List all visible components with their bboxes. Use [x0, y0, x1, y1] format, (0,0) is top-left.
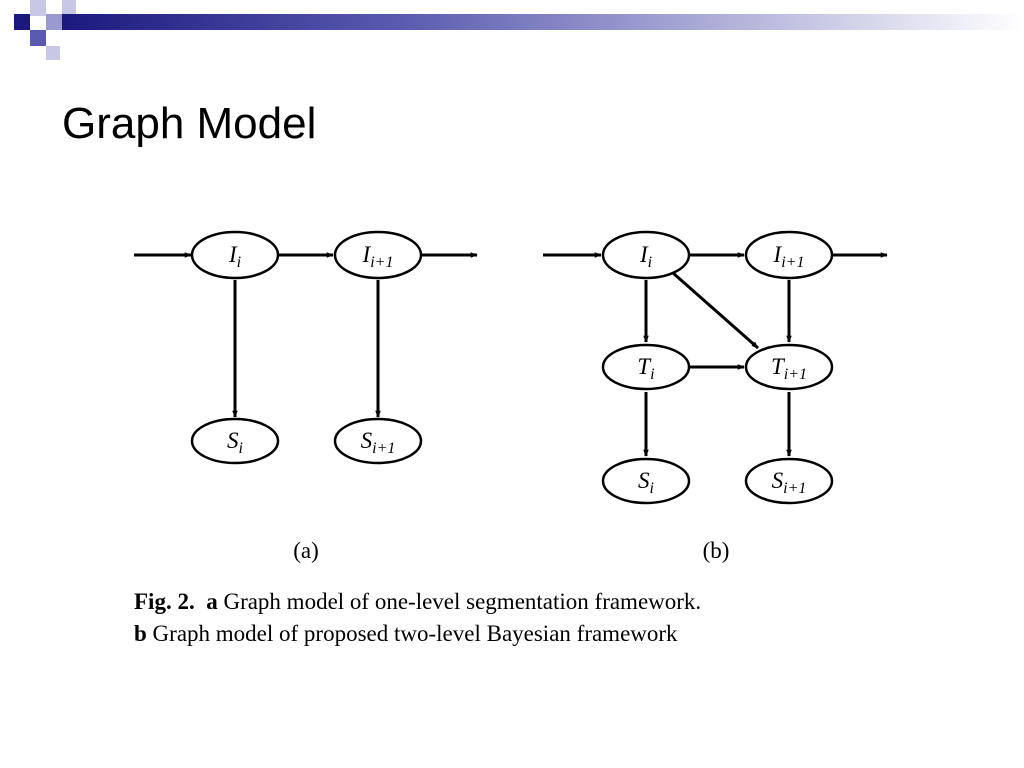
caption-a-label: a	[206, 589, 218, 614]
edge-b-I-to-Tnext	[672, 271, 759, 350]
deco-square-3	[46, 14, 62, 30]
node-b-Inext: Ii+1	[744, 230, 834, 280]
node-a-Snext-main: S	[361, 428, 373, 453]
panel-b: Ii Ii+1 Ti Ti+1 Si	[543, 230, 888, 563]
caption-b-label: b	[134, 621, 147, 646]
deco-square-6	[46, 46, 60, 60]
node-b-Inext-main: I	[773, 242, 783, 267]
node-b-I-sub: i	[648, 254, 652, 271]
svg-text:Si: Si	[638, 468, 654, 497]
node-b-T-sub: i	[650, 366, 654, 383]
node-a-Snext-sub: i+1	[372, 440, 395, 457]
node-a-Inext: Ii+1	[333, 230, 423, 280]
node-a-Snext: Si+1	[333, 417, 423, 465]
caption-a-text: Graph model of one-level segmentation fr…	[223, 589, 702, 614]
deco-square-1	[14, 14, 30, 30]
node-b-Snext-sub: i+1	[783, 480, 806, 497]
node-a-S: Si	[190, 417, 280, 465]
node-a-I-sub: i	[237, 254, 241, 271]
node-b-Tnext-sub: i+1	[784, 366, 807, 383]
node-a-Inext-sub: i+1	[370, 254, 393, 271]
node-a-Inext-main: I	[362, 242, 372, 267]
node-b-Tnext: Ti+1	[744, 343, 834, 391]
deco-square-2	[30, 0, 46, 16]
panel-a: Ii Ii+1 Si Si+1 (a)	[134, 230, 478, 563]
svg-text:Ii: Ii	[228, 242, 241, 271]
svg-text:Ii+1: Ii+1	[362, 242, 394, 271]
node-b-I-main: I	[639, 242, 649, 267]
node-a-S-sub: i	[239, 440, 243, 457]
svg-text:Ti+1: Ti+1	[771, 354, 807, 383]
slide-title: Graph Model	[62, 99, 317, 148]
node-b-T-main: T	[637, 354, 652, 379]
svg-text:Ti: Ti	[637, 354, 654, 383]
node-b-Inext-sub: i+1	[781, 254, 804, 271]
panel-a-label: (a)	[293, 538, 319, 563]
header-bar	[62, 14, 1024, 30]
node-b-S-sub: i	[650, 480, 654, 497]
caption-b-text: Graph model of proposed two-level Bayesi…	[152, 621, 678, 646]
node-a-S-main: S	[227, 428, 239, 453]
node-b-I: Ii	[601, 230, 691, 280]
panel-b-label: (b)	[703, 538, 730, 563]
svg-text:Si+1: Si+1	[361, 428, 396, 457]
node-b-Snext-main: S	[772, 468, 784, 493]
deco-square-4	[30, 30, 46, 46]
svg-text:Si: Si	[227, 428, 243, 457]
svg-text:Ii+1: Ii+1	[773, 242, 805, 271]
svg-text:Si+1: Si+1	[772, 468, 807, 497]
node-b-Snext: Si+1	[744, 457, 834, 505]
figure-caption: Fig. 2. a Graph model of one-level segme…	[134, 586, 914, 650]
node-a-I-main: I	[228, 242, 238, 267]
header-decoration	[14, 0, 1024, 60]
caption-fig-label: Fig. 2.	[134, 589, 195, 614]
node-b-T: Ti	[601, 343, 691, 391]
deco-square-5	[62, 0, 76, 14]
node-b-Tnext-main: T	[771, 354, 786, 379]
node-b-S-main: S	[638, 468, 650, 493]
caption-line-1: Fig. 2. a Graph model of one-level segme…	[134, 586, 914, 618]
svg-text:Ii: Ii	[639, 242, 652, 271]
node-b-S: Si	[601, 457, 691, 505]
caption-line-2: b Graph model of proposed two-level Baye…	[134, 618, 914, 650]
node-a-I: Ii	[190, 230, 280, 280]
